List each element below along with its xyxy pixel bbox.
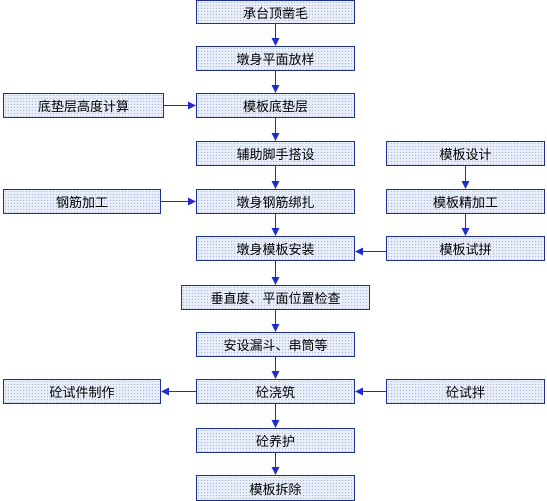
step-rebar-processing: 钢筋加工 — [3, 189, 161, 214]
step-formwork-removal: 模板拆除 — [196, 475, 355, 501]
step-verticality-check: 垂直度、平面位置检查 — [181, 285, 370, 310]
step-trial-mix: 砼试拌 — [386, 379, 545, 404]
step-formwork-design: 模板设计 — [386, 141, 545, 166]
step-formwork-trial: 模板试拼 — [386, 236, 545, 261]
step-rebar-tying: 墩身钢筋绑扎 — [196, 189, 355, 214]
step-concrete-pouring: 砼浇筑 — [196, 379, 355, 404]
step-test-specimen: 砼试件制作 — [3, 379, 161, 404]
step-hopper-chute: 安设漏斗、串筒等 — [196, 332, 355, 357]
step-concrete-curing: 砼养护 — [196, 428, 355, 453]
step-scaffold: 辅助脚手搭设 — [196, 141, 355, 166]
step-pier-layout: 墩身平面放样 — [196, 46, 355, 71]
step-cushion-height-calc: 底垫层高度计算 — [3, 93, 164, 118]
step-formwork-finishing: 模板精加工 — [386, 189, 545, 214]
step-formwork-cushion: 模板底垫层 — [196, 93, 355, 118]
step-cap-roughening: 承台顶凿毛 — [196, 0, 355, 24]
step-formwork-install: 墩身模板安装 — [196, 236, 355, 261]
